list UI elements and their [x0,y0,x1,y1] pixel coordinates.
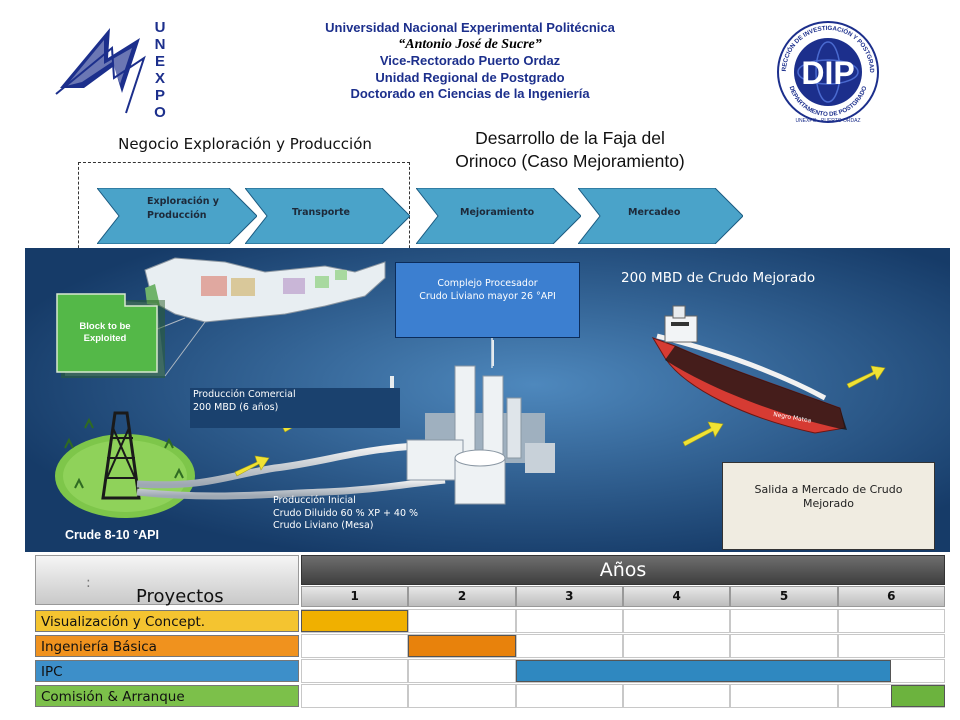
market-exit-box: Salida a Mercado de Crudo Mejorado [722,462,935,550]
globe-icon [797,41,859,103]
gantt-grid-cell [408,659,516,683]
initial-production-line: Producción Inicial [273,495,356,506]
initial-production-line: Crudo Liviano (Mesa) [273,520,374,531]
unexpo-letter: N [155,36,166,53]
commercial-production-line: 200 MBD (6 años) [193,401,279,413]
market-exit-line: Salida a Mercado de Crudo [754,483,903,496]
gantt-bar [515,660,892,682]
gantt-grid-cell [623,609,731,633]
scene-illustration: Negro Matea [25,248,950,552]
chevron-mejoramiento [416,188,581,244]
processing-complex-line: Crudo Liviano mayor 26 °API [419,290,556,302]
header-line-2: “Antonio José de Sucre” [398,36,542,52]
processing-complex-box: Complejo Procesador Crudo Liviano mayor … [395,262,580,338]
unexpo-letter: U [155,19,166,36]
upgraded-crude-label: 200 MBD de Crudo Mejorado [621,270,816,286]
year-header-cell: 1 [301,586,409,607]
crude-api-label: Crude 8-10 °API [65,528,159,542]
unexpo-logo: U N E X P O [55,19,166,121]
unexpo-swoosh-icon [55,28,146,114]
year-header-cell: 5 [730,586,838,607]
left-section-title: Negocio Exploración y Producción [118,135,372,153]
gantt-grid-cell [515,684,623,708]
project-row-label: Visualización y Concept. [35,610,299,632]
projects-header-suffix: : [86,575,91,591]
dip-logo-text: DIP [801,55,854,91]
gantt-grid-cell [408,609,516,633]
gantt-grid-cell [730,609,838,633]
right-section-title-line-1: Desarrollo de la Faja del [475,128,665,148]
initial-production-line: Crudo Diluido 60 % XP + 40 % [273,507,419,519]
gantt-grid-cell [623,634,731,658]
year-header-cell: 6 [837,586,945,607]
chevron-mercadeo-label: Mercadeo [628,207,681,218]
initial-production-label: Producción Inicial Crudo Diluido 60 % XP… [273,495,473,533]
block-label-line: Block to be [79,321,131,332]
header-line-3: Vice-Rectorado Puerto Ordaz [379,53,561,68]
header-line-1: Universidad Nacional Experimental Polité… [325,20,615,35]
right-section-title-line-2: Orinoco (Caso Mejoramiento) [455,151,685,171]
pipeline-icon [136,442,446,500]
years-header: Años [301,555,945,585]
block-to-be-exploited-label: Block to be Exploited [67,321,143,345]
right-section-title: Desarrollo de la Faja del Orinoco (Caso … [410,127,730,173]
unexpo-letter: X [155,70,165,87]
gantt-grid-cell [730,634,838,658]
chevron-mercadeo [578,188,743,244]
chevron-mejoramiento-label: Mejoramiento [460,207,535,218]
chevron-label-line: Exploración y [147,196,219,207]
block-label-line: Exploited [83,333,127,344]
commercial-production-box: Producción Comercial 200 MBD (6 años) [190,388,400,428]
refinery-icon [390,340,555,505]
chevron-exploracion-label: Exploración y Producción [147,195,219,223]
year-header-cell: 4 [623,586,731,607]
gantt-grid-cell [301,684,409,708]
tanker-ship-icon: Negro Matea [651,305,847,434]
production-scene: Negro Matea Block to be Exploited Crude … [25,248,950,552]
gantt-grid-cell [837,609,945,633]
gantt-grid-cell [301,659,409,683]
gantt-bar [301,610,409,632]
gantt-bar [891,685,945,707]
header-line-4: Unidad Regional de Postgrado [375,69,565,85]
gantt-grid-cell [837,634,945,658]
dip-logo: DIP DIRECCIÓN DE INVESTIGACIÓN Y POSTGRA… [772,18,879,124]
gantt-grid-cell [623,684,731,708]
project-row-label: IPC [35,660,299,682]
chevron-exploracion [97,188,257,244]
projects-header: Proyectos : [35,555,299,607]
block-icon [56,293,165,378]
gantt-grid-cell [301,634,409,658]
dip-footer: UNEXPO · PUERTO ORDAZ [795,118,860,124]
chevron-transporte [245,188,410,244]
project-row-label: Comisión & Arranque [35,685,299,707]
projects-header-label: Proyectos [136,586,224,607]
gantt-bar [408,635,516,657]
gantt-grid-cell [408,684,516,708]
unexpo-letter: P [155,87,165,104]
gantt-grid-cell [515,634,623,658]
project-row-label: Ingeniería Básica [35,635,299,657]
university-header: Universidad Nacional Experimental Polité… [290,20,650,103]
chevron-label-line: Producción [147,210,207,221]
processing-complex-line: Complejo Procesador [437,278,538,289]
header-line-5: Doctorado en Ciencias de la Ingeniería [350,86,590,101]
gantt-grid-cell [515,609,623,633]
commercial-production-line: Producción Comercial [193,389,296,400]
year-header-cell: 3 [515,586,623,607]
market-exit-line: Mejorado [802,497,855,510]
chevron-transporte-label: Transporte [292,207,350,218]
unexpo-letter: O [154,104,166,121]
gantt-grid-cell [730,684,838,708]
year-header-cell: 2 [408,586,516,607]
unexpo-letter: E [155,53,165,70]
